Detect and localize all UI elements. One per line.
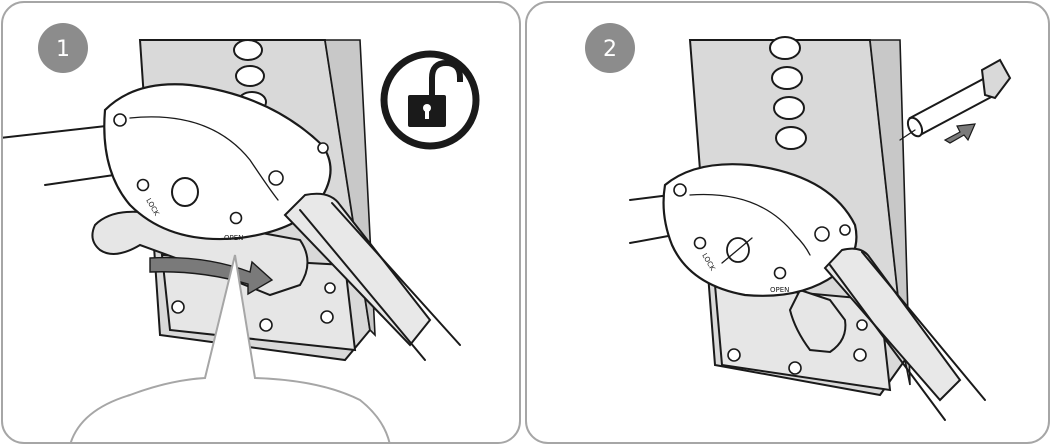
panel-step-2: LOCK OPEN — [630, 37, 1010, 420]
pin-bolt — [900, 60, 1010, 140]
adjust-screw-2 — [815, 227, 829, 241]
step-badge-1: 1 — [38, 23, 88, 73]
unlock-padlock-icon — [384, 54, 476, 146]
housing-screw-2b — [695, 238, 706, 249]
housing-screw-2a — [674, 184, 686, 196]
tube-left-top — [0, 125, 115, 138]
adjust-screw — [269, 171, 283, 185]
step-number-2: 2 — [603, 37, 617, 62]
housing-screw-1 — [114, 114, 126, 126]
open-label: OPEN — [224, 234, 243, 242]
housing-screw-4 — [318, 143, 328, 153]
housing-screw-2d — [840, 225, 850, 235]
open-label-2: OPEN — [770, 286, 789, 294]
housing-screw-3 — [231, 213, 242, 224]
insert-arrow — [945, 124, 975, 143]
housing-screw-2c — [775, 268, 786, 279]
housing-screw-2 — [138, 180, 149, 191]
lock-knob — [172, 178, 198, 206]
step-number-1: 1 — [56, 37, 70, 62]
step-badge-2: 2 — [585, 23, 635, 73]
